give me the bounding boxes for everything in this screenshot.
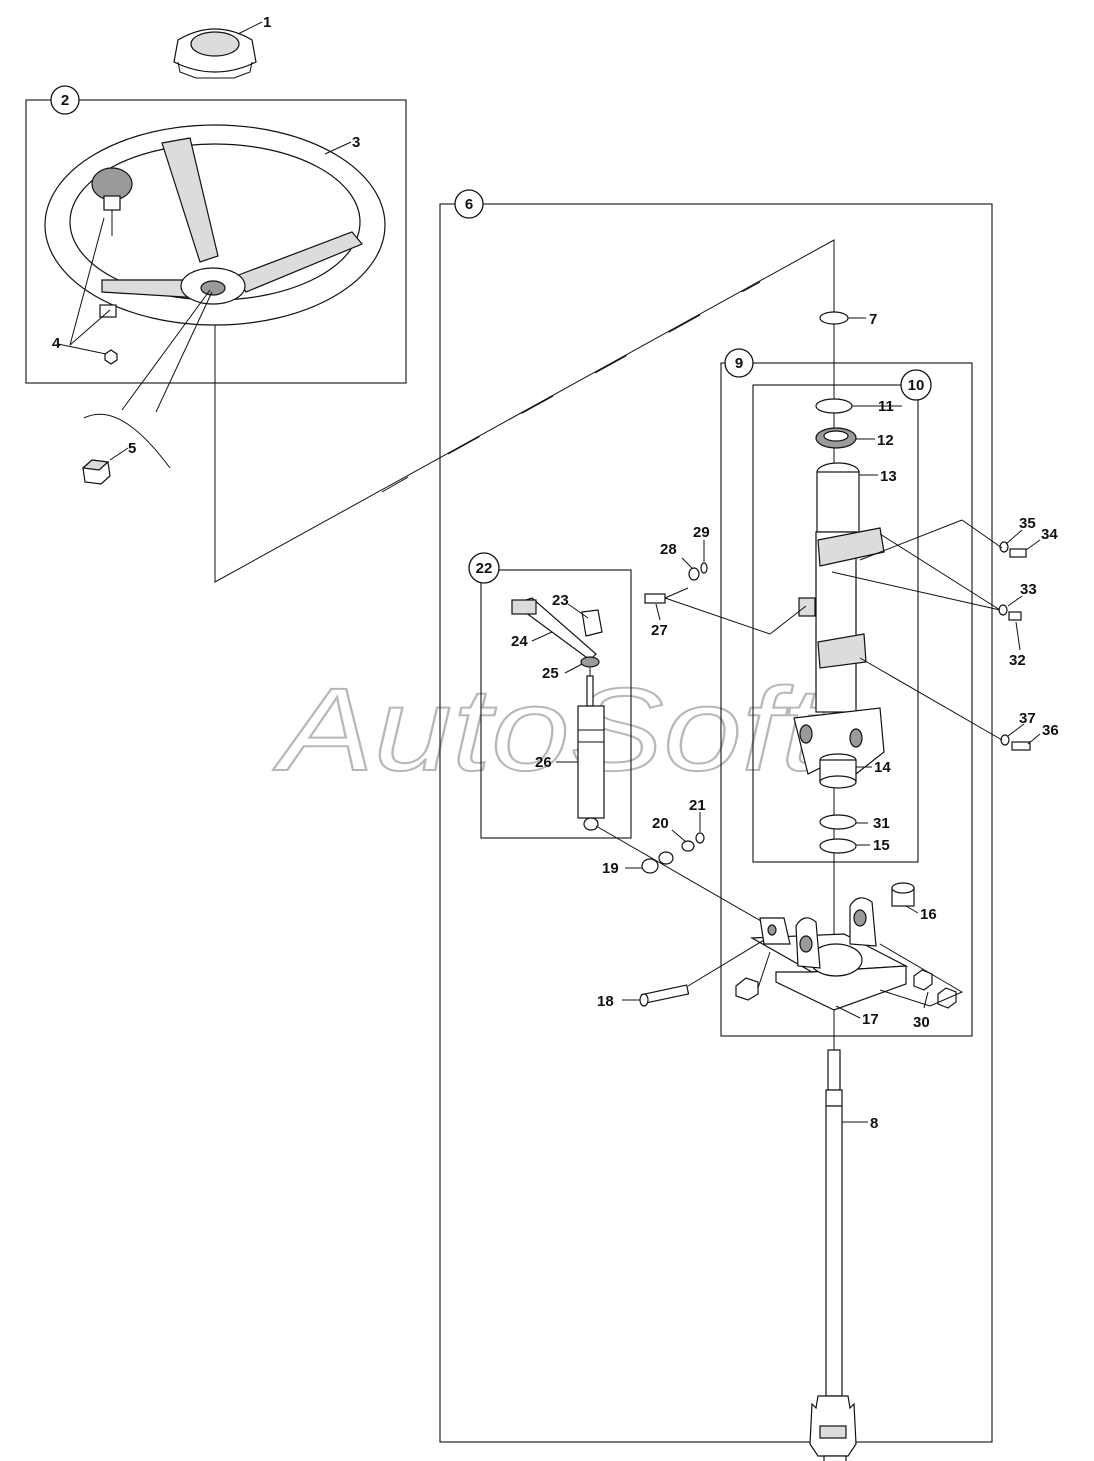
group-box-2 [25,99,407,384]
callout-34: 34 [1041,526,1058,543]
svg-text:10: 10 [908,377,925,394]
callout-11: 11 [878,398,894,415]
callout-7: 7 [869,311,877,328]
nut-part-4 [57,217,118,365]
callout-10: 10 [900,369,932,401]
release-lever-part-24 [511,597,597,661]
callout-5: 5 [128,440,136,457]
callout-2: 2 [50,85,80,115]
guide-line-column [214,239,835,583]
callout-19: 19 [602,860,619,877]
hex-nut-part-5 [81,289,213,485]
retaining-clip-part-7 [819,311,849,325]
callout-22: 22 [468,552,500,584]
bolt-part-16 [891,882,915,907]
callout-1: 1 [263,14,271,31]
callout-31: 31 [873,815,890,832]
bolt-set-36-37 [859,657,1031,751]
callout-30: 30 [913,1014,930,1031]
callout-3: 3 [352,134,360,151]
mounting-bracket-part-17 [735,897,909,1011]
callout-16: 16 [920,906,937,923]
svg-text:2: 2 [61,92,69,109]
callout-27: 27 [651,622,668,639]
bolt-set-32-33 [831,533,1022,621]
callout-32: 32 [1009,652,1026,669]
snap-ring-part-11 [815,398,853,414]
spinner-knob-part [91,167,133,318]
callout-8: 8 [870,1115,878,1132]
callout-33: 33 [1020,581,1037,598]
callout-36: 36 [1042,722,1059,739]
callout-21: 21 [689,797,706,814]
pin-part-18 [639,939,765,1007]
group-box-22 [480,569,632,839]
callout-13: 13 [880,468,897,485]
callout-29: 29 [693,524,710,541]
callout-4: 4 [52,335,61,352]
column-tube-part-13 [793,462,885,775]
nut-set-30 [879,943,964,1009]
callout-17: 17 [862,1011,879,1028]
callout-14: 14 [874,759,891,776]
ring-part-31 [819,814,857,830]
callout-12: 12 [877,432,894,449]
callout-20: 20 [652,815,669,832]
steering-shaft-part-8 [809,1049,857,1461]
callout-9: 9 [724,348,754,378]
washer-set-19-20-21 [595,825,781,933]
group-box-6 [439,203,993,1443]
callout-26: 26 [535,754,552,771]
svg-text:9: 9 [735,355,743,372]
callout-6: 6 [454,189,484,219]
callout-35: 35 [1019,515,1036,532]
ring-part-15 [819,838,857,854]
svg-text:6: 6 [465,196,473,213]
bolt-set-34-35 [859,519,1027,561]
bushing-part-14 [819,753,857,789]
callout-15: 15 [873,837,890,854]
callout-24: 24 [511,633,528,650]
horn-cap-part [173,28,257,79]
clip-part-29 [700,562,708,574]
callout-37: 37 [1019,710,1036,727]
callout-18: 18 [597,993,614,1010]
clamp-part-23 [581,609,603,637]
callout-28: 28 [660,541,677,558]
nut-part-25 [580,656,600,668]
pin-part-27 [644,587,807,635]
group-box-10 [752,384,919,863]
group-box-9 [720,362,973,1037]
guide-line-dash-2 [447,281,761,455]
bearing-part-12 [815,427,857,449]
callout-23: 23 [552,592,569,609]
gas-spring-part-26 [577,668,605,831]
guide-line-dash [381,475,411,493]
svg-text:22: 22 [476,560,493,577]
watermark-text: AutoSoft [273,664,825,796]
washer-part-28 [688,567,700,581]
callout-25: 25 [542,665,559,682]
steering-wheel-part [44,124,386,326]
